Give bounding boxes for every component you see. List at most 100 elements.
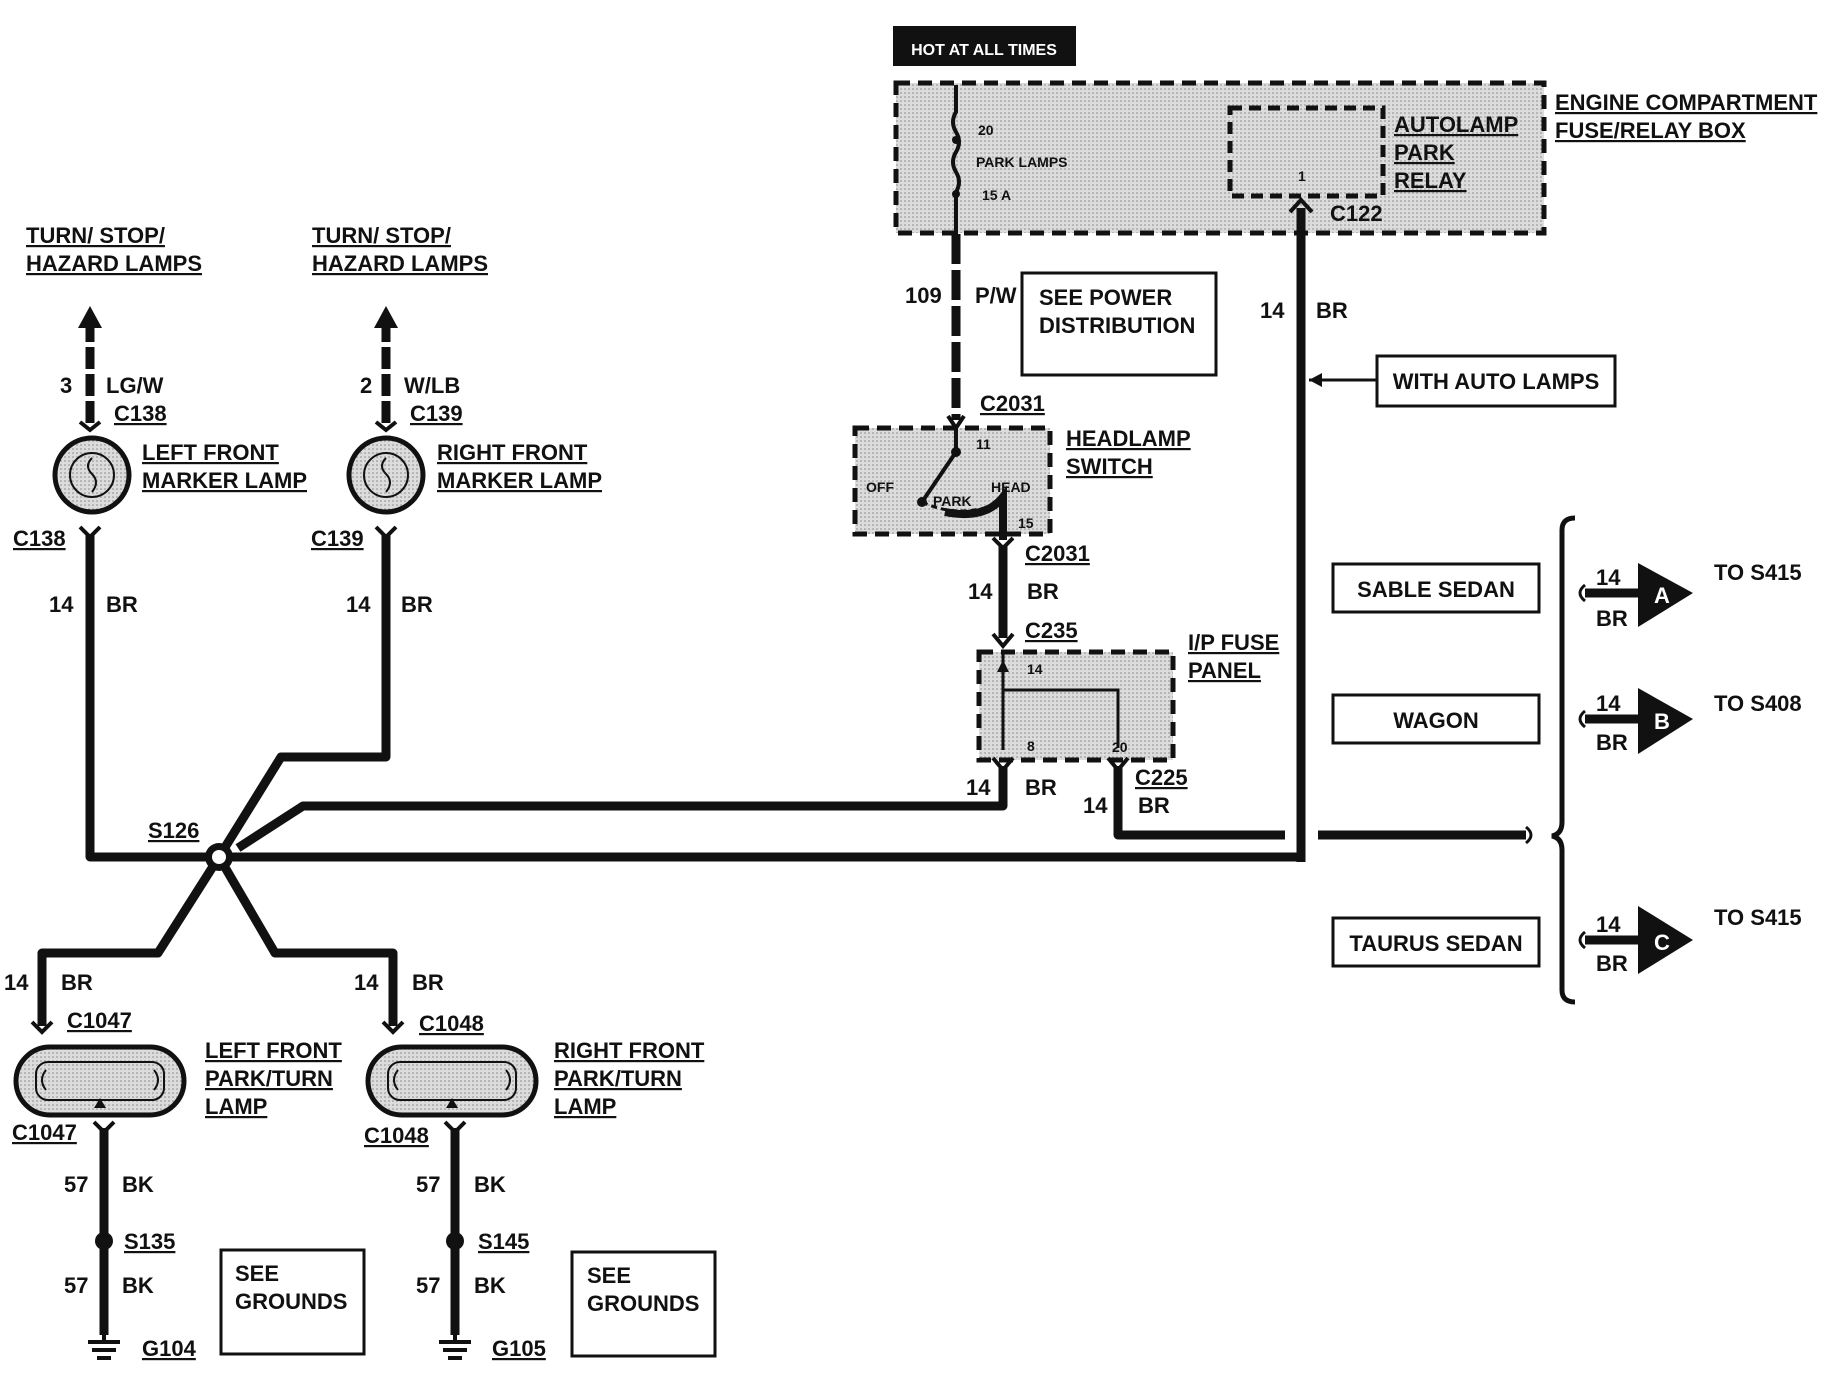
svg-text:TURN/ STOP/: TURN/ STOP/	[26, 223, 165, 248]
svg-text:PARK: PARK	[1394, 140, 1455, 165]
right-front-marker-lamp: 2 W/LB C139 RIGHT FRONT MARKER LAMP C139…	[215, 306, 602, 860]
svg-text:RIGHT FRONT: RIGHT FRONT	[437, 440, 588, 465]
svg-text:14: 14	[1596, 565, 1621, 590]
wire-ip-14-br: 14 BR	[235, 756, 1057, 852]
svg-text:SWITCH: SWITCH	[1066, 454, 1153, 479]
svg-text:BK: BK	[474, 1273, 506, 1298]
svg-text:S145: S145	[478, 1229, 529, 1254]
svg-text:C139: C139	[311, 526, 364, 551]
svg-text:14: 14	[966, 775, 991, 800]
svg-text:SEE: SEE	[235, 1261, 279, 1286]
see-grounds-right-box: SEE GROUNDS	[570, 1250, 717, 1358]
svg-text:14: 14	[4, 970, 29, 995]
svg-text:14: 14	[1027, 661, 1043, 677]
svg-text:14: 14	[1596, 691, 1621, 716]
svg-text:G105: G105	[492, 1336, 546, 1361]
right-turn-stop-hazard-label: TURN/ STOP/ HAZARD LAMPS	[312, 223, 488, 276]
sable-sedan-option: SABLE SEDAN A 14 BR TO S415	[1331, 560, 1802, 631]
svg-text:LEFT FRONT: LEFT FRONT	[205, 1038, 342, 1063]
svg-text:PARK/TURN: PARK/TURN	[205, 1066, 333, 1091]
svg-text:W/LB: W/LB	[404, 373, 460, 398]
svg-text:GROUNDS: GROUNDS	[235, 1289, 347, 1314]
svg-text:SABLE SEDAN: SABLE SEDAN	[1357, 577, 1515, 602]
svg-text:3: 3	[60, 373, 72, 398]
svg-text:57: 57	[64, 1172, 88, 1197]
svg-text:14: 14	[968, 579, 993, 604]
svg-text:OFF: OFF	[866, 479, 894, 495]
svg-text:C139: C139	[410, 401, 463, 426]
svg-text:HEADLAMP: HEADLAMP	[1066, 426, 1191, 451]
svg-text:A: A	[1654, 583, 1670, 608]
svg-text:15 A: 15 A	[982, 187, 1011, 203]
svg-text:BR: BR	[401, 592, 433, 617]
svg-text:C1047: C1047	[12, 1120, 77, 1145]
svg-text:C1048: C1048	[419, 1011, 484, 1036]
svg-text:PARK LAMPS: PARK LAMPS	[976, 154, 1068, 170]
svg-text:G104: G104	[142, 1336, 197, 1361]
svg-text:57: 57	[416, 1172, 440, 1197]
svg-text:14: 14	[49, 592, 74, 617]
svg-text:DISTRIBUTION: DISTRIBUTION	[1039, 313, 1195, 338]
svg-text:TURN/ STOP/: TURN/ STOP/	[312, 223, 451, 248]
splice-s126: S126	[37, 818, 398, 1026]
svg-text:LG/W: LG/W	[106, 373, 164, 398]
svg-text:LEFT FRONT: LEFT FRONT	[142, 440, 279, 465]
svg-text:BK: BK	[122, 1273, 154, 1298]
svg-text:C2031: C2031	[980, 391, 1045, 416]
svg-text:BR: BR	[1025, 775, 1057, 800]
wire-relay-14-br: 14 BR	[1260, 197, 1348, 862]
svg-text:BR: BR	[1596, 730, 1628, 755]
svg-text:TO S415: TO S415	[1714, 560, 1802, 585]
svg-text:WAGON: WAGON	[1393, 708, 1479, 733]
svg-text:C1048: C1048	[364, 1123, 429, 1148]
ip-fuse-panel: 14 8 20 I/P FUSE PANEL	[976, 630, 1279, 763]
svg-text:57: 57	[416, 1273, 440, 1298]
svg-text:BR: BR	[61, 970, 93, 995]
svg-text:15: 15	[1018, 515, 1034, 531]
svg-text:PANEL: PANEL	[1188, 658, 1261, 683]
taurus-sedan-option: TAURUS SEDAN C 14 BR TO S415	[1331, 905, 1802, 976]
headlamp-switch: C2031 11 OFF PARK HEAD 15 HEADLAMP SWITC…	[852, 391, 1191, 540]
svg-text:20: 20	[978, 122, 994, 138]
svg-text:BR: BR	[1316, 298, 1348, 323]
see-power-distribution-box: SEE POWER DISTRIBUTION	[1020, 271, 1218, 377]
svg-text:BR: BR	[106, 592, 138, 617]
right-front-park-turn-lamp: 14 BR C1048 RIGHT FRONT PARK/TURN LAMP C…	[354, 970, 705, 1361]
svg-text:GROUNDS: GROUNDS	[587, 1291, 699, 1316]
wire-switch-14-br: C2031 14 BR C235	[968, 536, 1090, 650]
see-grounds-left-box: SEE GROUNDS	[219, 1248, 366, 1356]
svg-text:P/W: P/W	[975, 283, 1017, 308]
svg-text:PARK/TURN: PARK/TURN	[554, 1066, 682, 1091]
svg-text:B: B	[1654, 709, 1670, 734]
svg-text:LAMP: LAMP	[554, 1094, 616, 1119]
svg-text:FUSE/RELAY BOX: FUSE/RELAY BOX	[1555, 118, 1746, 143]
with-auto-lamps-callout: WITH AUTO LAMPS	[1309, 354, 1617, 408]
svg-text:BR: BR	[412, 970, 444, 995]
svg-text:C122: C122	[1330, 201, 1383, 226]
svg-text:C2031: C2031	[1025, 541, 1090, 566]
svg-text:BR: BR	[1027, 579, 1059, 604]
svg-text:BR: BR	[1596, 951, 1628, 976]
svg-text:S135: S135	[124, 1229, 175, 1254]
svg-text:C1047: C1047	[67, 1008, 132, 1033]
svg-text:HOT AT ALL TIMES: HOT AT ALL TIMES	[911, 42, 1057, 59]
svg-text:RELAY: RELAY	[1394, 168, 1467, 193]
svg-text:SEE: SEE	[587, 1263, 631, 1288]
autolamp-park-relay	[1227, 105, 1386, 199]
svg-text:C138: C138	[13, 526, 66, 551]
model-variant-bracket	[1551, 515, 1576, 1005]
svg-text:HAZARD LAMPS: HAZARD LAMPS	[26, 251, 202, 276]
svg-text:C235: C235	[1025, 618, 1078, 643]
svg-text:14: 14	[1260, 298, 1285, 323]
svg-text:MARKER LAMP: MARKER LAMP	[142, 468, 307, 493]
svg-text:HEAD: HEAD	[991, 479, 1031, 495]
svg-text:14: 14	[346, 592, 371, 617]
svg-text:WITH AUTO LAMPS: WITH AUTO LAMPS	[1393, 369, 1600, 394]
svg-text:2: 2	[360, 373, 372, 398]
engine-compartment-fuse-relay-box: 20 PARK LAMPS 15 A 1 AUTOLAMP PARK RELAY…	[893, 80, 1818, 236]
svg-text:BK: BK	[474, 1172, 506, 1197]
svg-text:C: C	[1654, 930, 1670, 955]
svg-text:20: 20	[1112, 739, 1128, 755]
svg-text:14: 14	[354, 970, 379, 995]
